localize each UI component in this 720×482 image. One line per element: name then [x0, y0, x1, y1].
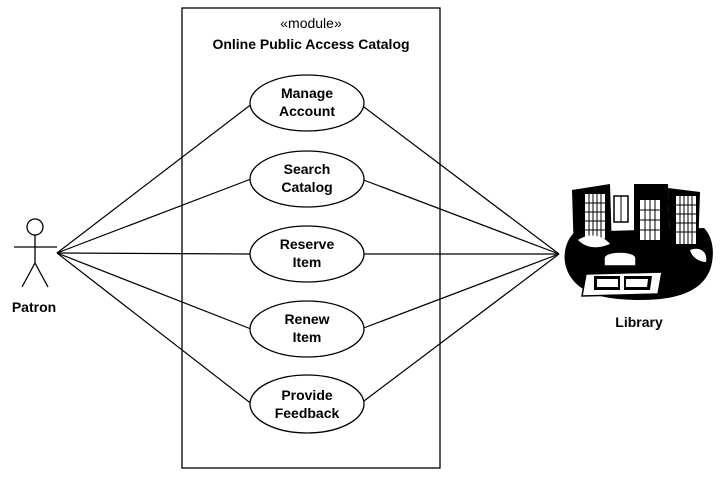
association-patron-renew-item: [56, 252, 252, 330]
use-case-renew-item[interactable]: Renew Item: [249, 300, 365, 358]
actor-label-patron: Patron: [12, 299, 56, 315]
association-patron-provide-feedback: [56, 252, 254, 406]
use-case-manage-account[interactable]: Manage Account: [249, 74, 365, 132]
use-case-label-line2: Item: [293, 329, 322, 345]
stick-figure-icon: [14, 218, 57, 288]
actor-patron[interactable]: Patron: [12, 218, 57, 315]
use-case-ellipse: [249, 374, 365, 434]
association-library-renew-item: [360, 253, 560, 330]
use-case-label-line1: Search: [284, 161, 331, 177]
use-case-label-line1: Renew: [284, 311, 329, 327]
patron-associations: [56, 102, 254, 406]
use-case-ellipse: [249, 150, 365, 208]
use-case-label-line2: Item: [293, 254, 322, 270]
use-case-label-line2: Catalog: [281, 179, 332, 195]
actor-label-library: Library: [615, 314, 663, 330]
association-library-manage-account: [359, 103, 560, 255]
association-library-provide-feedback: [359, 253, 560, 405]
library-associations: [359, 103, 560, 405]
use-case-label-line2: Feedback: [275, 405, 340, 421]
association-library-search-catalog: [360, 178, 560, 255]
association-patron-reserve-item: [56, 252, 251, 255]
use-case-ellipse: [249, 225, 365, 283]
actor-library[interactable]: Library: [564, 184, 713, 330]
system-stereotype: «module»: [280, 15, 342, 31]
system-title: Online Public Access Catalog: [212, 36, 409, 52]
use-case-label-line1: Provide: [281, 387, 333, 403]
association-patron-search-catalog: [56, 178, 252, 254]
use-case-provide-feedback[interactable]: Provide Feedback: [249, 374, 365, 434]
library-building-icon: [564, 184, 713, 300]
use-case-reserve-item[interactable]: Reserve Item: [249, 225, 365, 283]
use-case-label-line1: Manage: [281, 85, 333, 101]
use-case-ellipse: [249, 74, 365, 132]
association-patron-manage-account: [56, 102, 254, 254]
use-case-label-line1: Reserve: [280, 236, 335, 252]
use-case-search-catalog[interactable]: Search Catalog: [249, 150, 365, 208]
use-case-ellipse: [249, 300, 365, 358]
use-case-label-line2: Account: [279, 103, 335, 119]
